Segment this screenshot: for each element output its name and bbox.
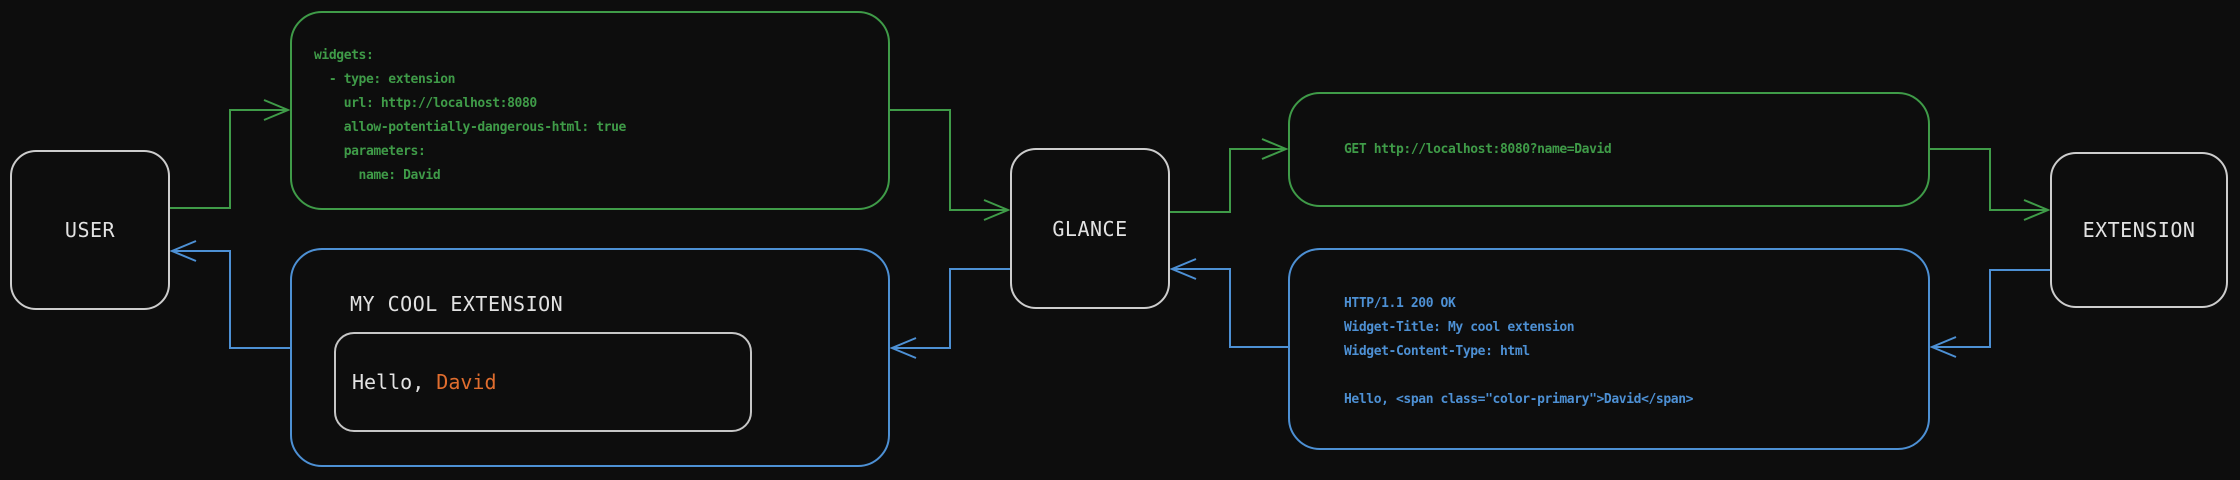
arrowhead-widget-to-user — [169, 240, 197, 262]
edge-response-to-glance — [1173, 268, 1288, 348]
arrowhead-config-to-glance — [983, 199, 1011, 221]
config-yaml-box: widgets: - type: extension url: http://l… — [290, 11, 890, 210]
edge-extension-to-response — [1933, 269, 2050, 348]
edge-request-to-extension — [1930, 148, 2047, 211]
edge-glance-to-request — [1170, 148, 1285, 213]
glance-node-label: GLANCE — [1052, 216, 1128, 241]
widget-title: MY COOL EXTENSION — [350, 292, 564, 316]
edge-config-to-glance — [890, 109, 1007, 211]
arrowhead-glance-to-widget — [889, 337, 917, 359]
config-yaml-code: widgets: - type: extension url: http://l… — [314, 48, 626, 183]
edge-glance-to-widget — [893, 268, 1010, 349]
http-response-text: HTTP/1.1 200 OK Widget-Title: My cool ex… — [1344, 296, 1694, 407]
arrowhead-request-to-extension — [2023, 199, 2051, 221]
edge-widget-to-user — [173, 250, 290, 349]
arrowhead-extension-to-response — [1929, 336, 1957, 358]
user-node-label: USER — [64, 218, 116, 242]
widget-greeting: Hello, David — [352, 370, 497, 394]
widget-content-frame: Hello, David — [334, 332, 752, 432]
arrowhead-user-to-config — [263, 99, 291, 121]
edge-user-to-config — [170, 109, 287, 209]
http-request-text: GET http://localhost:8080?name=David — [1344, 142, 1612, 157]
user-node: USER — [10, 150, 170, 310]
response-flow-edges — [169, 240, 2050, 359]
arrowhead-response-to-glance — [1169, 258, 1197, 280]
rendered-widget-box: MY COOL EXTENSION Hello, David — [290, 248, 890, 467]
greeting-prefix: Hello, — [352, 370, 437, 394]
glance-node: GLANCE — [1010, 148, 1170, 309]
extension-node-label: EXTENSION — [2082, 218, 2196, 242]
http-response-box: HTTP/1.1 200 OK Widget-Title: My cool ex… — [1288, 248, 1930, 450]
greeting-name: David — [436, 370, 497, 394]
http-request-box: GET http://localhost:8080?name=David — [1288, 92, 1930, 207]
arrowhead-glance-to-request — [1261, 138, 1289, 160]
request-flow-edges — [170, 99, 2051, 221]
extension-node: EXTENSION — [2050, 152, 2228, 308]
